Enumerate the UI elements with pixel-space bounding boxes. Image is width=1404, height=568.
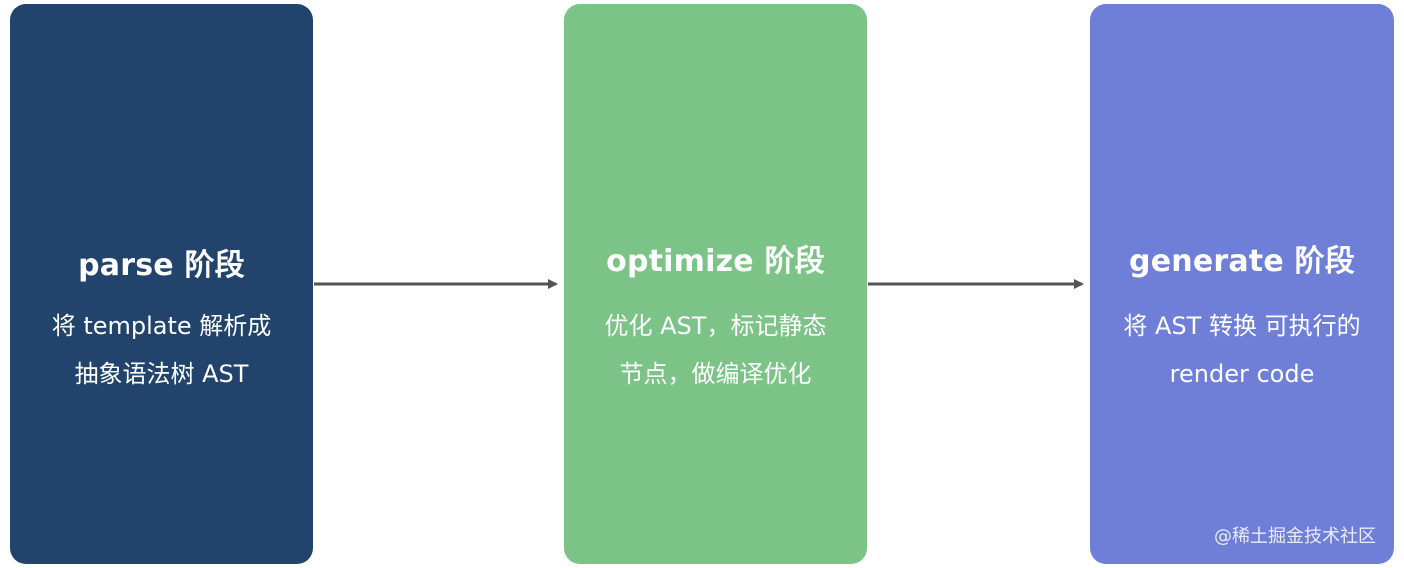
parse-stage-line-1: 将 template 解析成 bbox=[51, 312, 272, 340]
watermark: @稀土掘金技术社区 bbox=[1214, 526, 1376, 547]
optimize-stage-description: 优化 AST，标记静态 节点，做编译优化 bbox=[564, 302, 867, 398]
generate-stage-line-1: 将 AST 转换 可执行的 bbox=[1123, 312, 1361, 340]
parse-stage-line-2: 抽象语法树 AST bbox=[74, 360, 249, 388]
generate-stage-description: 将 AST 转换 可执行的 render code bbox=[1090, 302, 1394, 398]
parse-stage-title: parse 阶段 bbox=[78, 248, 245, 283]
generate-stage-card: generate 阶段 将 AST 转换 可执行的 render code @稀… bbox=[1090, 4, 1394, 564]
optimize-stage-line-1: 优化 AST，标记静态 bbox=[604, 312, 827, 340]
optimize-stage-title: optimize 阶段 bbox=[606, 244, 825, 279]
optimize-stage-line-2: 节点，做编译优化 bbox=[619, 360, 812, 388]
parse-stage-card: parse 阶段 将 template 解析成 抽象语法树 AST bbox=[10, 4, 313, 564]
generate-stage-title: generate 阶段 bbox=[1129, 244, 1355, 279]
generate-stage-line-2: render code bbox=[1169, 360, 1315, 388]
optimize-stage-card: optimize 阶段 优化 AST，标记静态 节点，做编译优化 bbox=[564, 4, 867, 564]
parse-stage-description: 将 template 解析成 抽象语法树 AST bbox=[10, 302, 313, 398]
